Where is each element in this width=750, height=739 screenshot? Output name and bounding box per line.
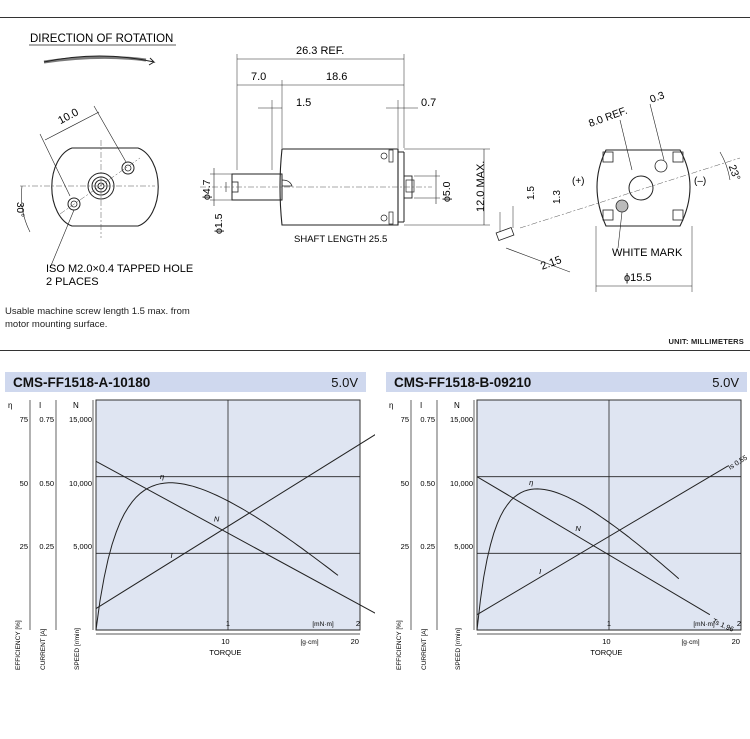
- spd-tick-label: 5,000: [454, 542, 473, 551]
- dim-shaft-step: 1.5: [296, 97, 311, 109]
- eff-tick-label: 50: [20, 479, 28, 488]
- x-tick-mnm: 1: [607, 619, 611, 628]
- x-tick-mnm: 2: [356, 619, 360, 628]
- curve-label-eta: η: [160, 472, 164, 481]
- eff-tick-label: 75: [401, 415, 409, 424]
- dim-03: 0.3: [648, 89, 666, 105]
- cur-tick-label: 0.50: [39, 479, 54, 488]
- side-view: 26.3 REF. 7.0 18.6 1.5 0.7 ϕ4.7 ϕ1.5 ϕ5.…: [200, 45, 490, 245]
- x-tick-gcm: 10: [221, 637, 229, 646]
- x-tick-gcm: 20: [351, 637, 359, 646]
- x-unit-gcm: [g·cm]: [681, 639, 699, 646]
- x-tick-mnm: 1: [226, 619, 230, 628]
- cur-tick-label: 0.50: [420, 479, 435, 488]
- dim-boss: ϕ5.0: [441, 181, 453, 202]
- curve-label-n: N: [575, 524, 581, 533]
- dim-angle-30: 30°: [14, 202, 25, 217]
- cur-tick-label: 0.25: [420, 542, 435, 551]
- spd-axis-symbol: N: [73, 401, 79, 410]
- spd-tick-label: 15,000: [450, 415, 473, 424]
- dim-15b: 1.5: [526, 186, 537, 200]
- spd-tick-label: 5,000: [73, 542, 92, 551]
- motor-dimension-drawing: DIRECTION OF ROTATION 10.0 30° ISO M2.0×…: [14, 33, 743, 292]
- dim-angle-23: 23°: [726, 163, 743, 182]
- x-unit-mnm: [mN·m]: [312, 621, 333, 628]
- current-curve: [476, 465, 729, 616]
- cur-axis-title: CURRENT [A]: [40, 628, 47, 670]
- end-view-right: 8.0 REF. 0.3 23° (+) (–) 1.5 1.3 2.15 WH…: [495, 89, 743, 292]
- terminal-minus: (–): [694, 176, 706, 187]
- chart-a-model: CMS-FF1518-A-10180: [13, 374, 151, 390]
- efficiency-curve: [95, 482, 339, 631]
- cur-tick-label: 0.75: [39, 415, 54, 424]
- shaft-length: SHAFT LENGTH 25.5: [294, 234, 387, 245]
- spd-tick-label: 15,000: [69, 415, 92, 424]
- cur-axis-symbol: I: [420, 401, 422, 410]
- eff-tick-label: 25: [20, 542, 28, 551]
- eff-axis-symbol: η: [8, 401, 12, 410]
- chart-a-voltage: 5.0V: [331, 374, 358, 390]
- hole-label-2: 2 PLACES: [46, 276, 99, 288]
- curve-label-i: I: [539, 567, 541, 576]
- eff-axis-title: EFFICIENCY [%]: [396, 620, 403, 670]
- screw-note: Usable machine screw length 1.5 max. fro…: [5, 305, 190, 331]
- dim-ref8: 8.0 REF.: [587, 105, 629, 130]
- screw-note-line1: Usable machine screw length 1.5 max. fro…: [5, 306, 190, 317]
- dim-height: 12.0 MAX.: [475, 161, 487, 212]
- screw-note-line2: motor mounting surface.: [5, 319, 108, 330]
- dim-rear: 0.7: [421, 97, 436, 109]
- eff-tick-label: 25: [401, 542, 409, 551]
- efficiency-curve: [476, 488, 680, 631]
- dim-hole-spacing: 10.0: [56, 106, 81, 127]
- end-view-left: 10.0 30° ISO M2.0×0.4 TAPPED HOLE 2 PLAC…: [14, 105, 193, 288]
- chart-a-header: CMS-FF1518-A-10180 5.0V: [5, 372, 366, 392]
- white-mark-label: WHITE MARK: [612, 247, 683, 259]
- eff-tick-label: 75: [20, 415, 28, 424]
- cur-axis-title: CURRENT [A]: [421, 628, 428, 670]
- spd-axis-title: SPEED [r/min]: [74, 628, 81, 670]
- x-axis-title: TORQUE: [209, 648, 241, 657]
- top-rule: [0, 17, 750, 18]
- x-axis-title: TORQUE: [590, 648, 622, 657]
- speed-curve: [95, 460, 375, 614]
- rotation-label: DIRECTION OF ROTATION: [30, 33, 173, 45]
- dim-13: 1.3: [552, 190, 563, 204]
- chart-b-header: CMS-FF1518-B-09210 5.0V: [386, 372, 747, 392]
- dim-overall: 26.3 REF.: [296, 45, 344, 57]
- cur-tick-label: 0.75: [420, 415, 435, 424]
- unit-label: UNIT: MILLIMETERS: [668, 337, 744, 346]
- eff-axis-title: EFFICIENCY [%]: [15, 620, 22, 670]
- current-curve: [95, 434, 375, 609]
- spd-axis-title: SPEED [r/min]: [455, 628, 462, 670]
- mid-rule: [0, 350, 750, 351]
- cur-tick-label: 0.25: [39, 542, 54, 551]
- x-tick-gcm: 20: [732, 637, 740, 646]
- cur-axis-symbol: I: [39, 401, 41, 410]
- dim-shaft-small: ϕ1.5: [213, 213, 225, 234]
- x-tick-gcm: 10: [602, 637, 610, 646]
- dim-215: 2.15: [539, 254, 563, 273]
- dim-body: 18.6: [326, 71, 347, 83]
- chart-b-voltage: 5.0V: [712, 374, 739, 390]
- dim-front: 7.0: [251, 71, 266, 83]
- dim-dia155: ϕ15.5: [624, 272, 652, 284]
- x-unit-gcm: [g·cm]: [300, 639, 318, 646]
- x-tick-mnm: 2: [737, 619, 741, 628]
- dim-shaft-dia: ϕ4.7: [201, 179, 213, 200]
- eff-tick-label: 50: [401, 479, 409, 488]
- eff-axis-symbol: η: [389, 401, 393, 410]
- terminal-plus: (+): [572, 176, 585, 187]
- spd-axis-symbol: N: [454, 401, 460, 410]
- spd-tick-label: 10,000: [450, 479, 473, 488]
- curve-label-i: I: [170, 551, 172, 560]
- curve-label-eta: η: [529, 478, 533, 487]
- chart-b-model: CMS-FF1518-B-09210: [394, 374, 532, 390]
- hole-label-1: ISO M2.0×0.4 TAPPED HOLE: [46, 263, 193, 275]
- curve-label-n: N: [214, 514, 220, 523]
- x-unit-mnm: [mN·m]: [693, 621, 714, 628]
- spd-tick-label: 10,000: [69, 479, 92, 488]
